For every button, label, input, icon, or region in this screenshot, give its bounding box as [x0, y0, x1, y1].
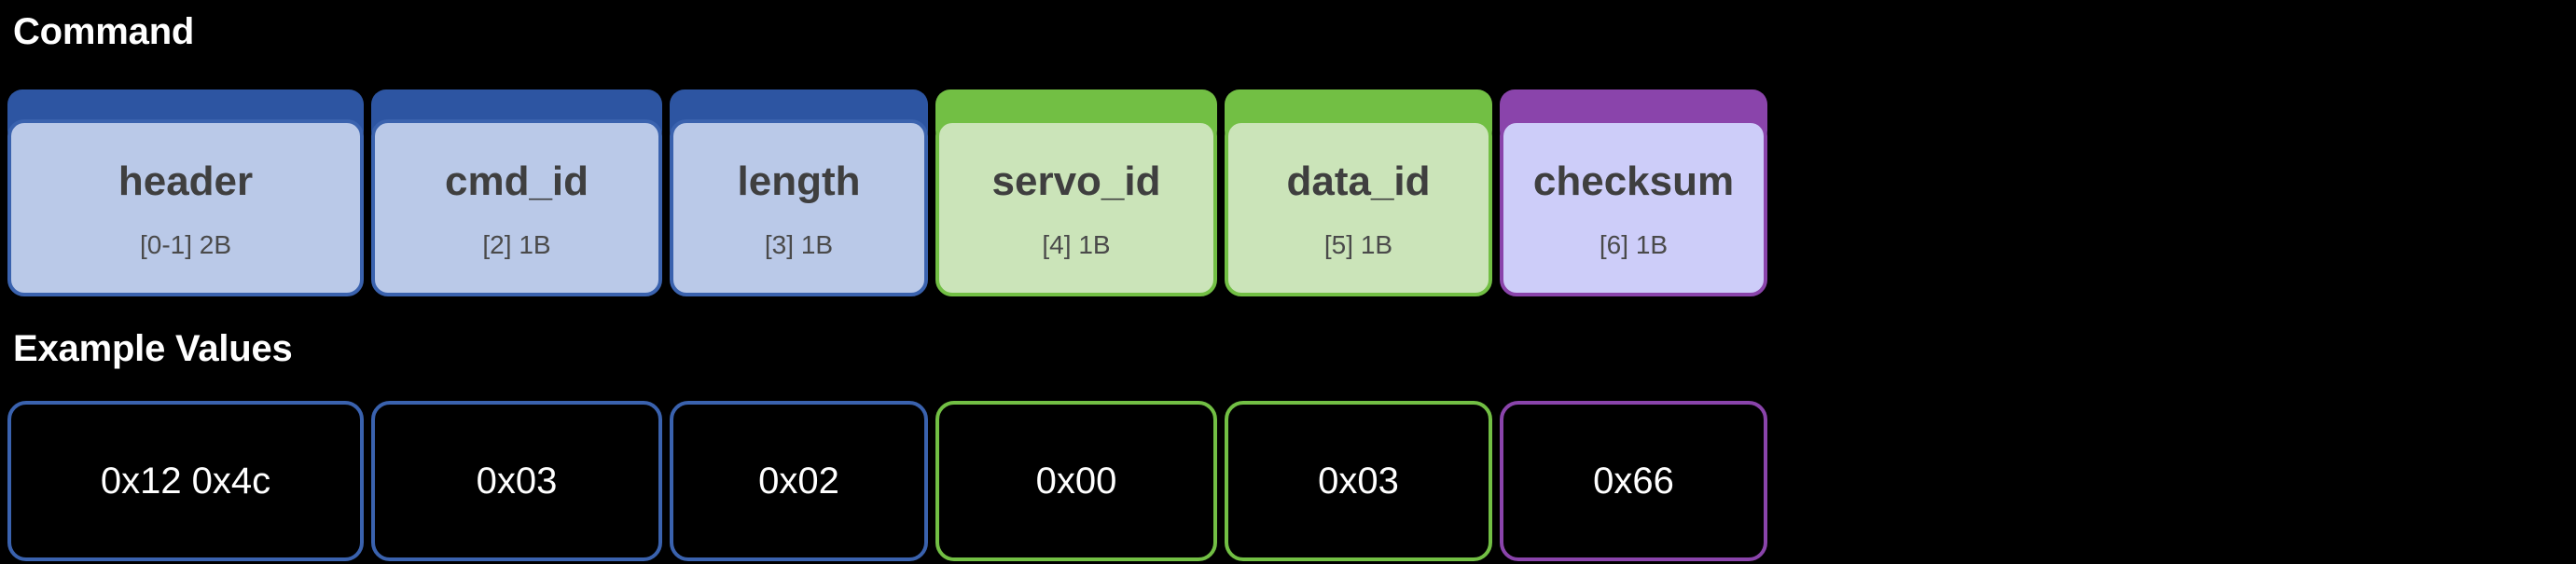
example-value-data-id[interactable]: 0x03	[1225, 401, 1492, 561]
field-body: checksum [6] 1B	[1500, 119, 1767, 296]
field-body: servo_id [4] 1B	[935, 119, 1217, 296]
field-name-label: servo_id	[991, 158, 1161, 204]
example-value-text: 0x12 0x4c	[100, 461, 271, 502]
field-body: length [3] 1B	[670, 119, 928, 296]
example-value-text: 0x02	[758, 461, 839, 502]
example-value-length[interactable]: 0x02	[670, 401, 928, 561]
field-body: header [0-1] 2B	[7, 119, 364, 296]
example-value-header[interactable]: 0x12 0x4c	[7, 401, 364, 561]
field-name-label: cmd_id	[444, 158, 589, 204]
example-value-text: 0x00	[1035, 461, 1117, 502]
field-name-label: header	[118, 158, 254, 204]
field-name-label: length	[737, 158, 861, 204]
example-values-section-title: Example Values	[13, 328, 293, 369]
field-byte-range-label: [5] 1B	[1323, 230, 1393, 259]
field-name-label: checksum	[1532, 158, 1735, 204]
example-value-text: 0x03	[476, 461, 558, 502]
field-body: data_id [5] 1B	[1225, 119, 1492, 296]
field-name-label: data_id	[1286, 158, 1431, 204]
field-body: cmd_id [2] 1B	[371, 119, 662, 296]
example-value-cmd-id[interactable]: 0x03	[371, 401, 662, 561]
example-value-text: 0x66	[1593, 461, 1674, 502]
example-value-text: 0x03	[1318, 461, 1399, 502]
example-value-servo-id[interactable]: 0x00	[935, 401, 1217, 561]
field-byte-range-label: [3] 1B	[764, 230, 834, 259]
field-byte-range-label: [4] 1B	[1042, 230, 1111, 259]
diagram-canvas: Command header [0-1] 2B cmd_id [2] 1B length…	[7, 11, 1767, 561]
example-value-checksum[interactable]: 0x66	[1500, 401, 1767, 561]
field-byte-range-label: [6] 1B	[1599, 230, 1669, 259]
field-byte-range-label: [2] 1B	[482, 230, 551, 259]
field-byte-range-label: [0-1] 2B	[139, 230, 232, 259]
command-section-title: Command	[13, 11, 195, 52]
